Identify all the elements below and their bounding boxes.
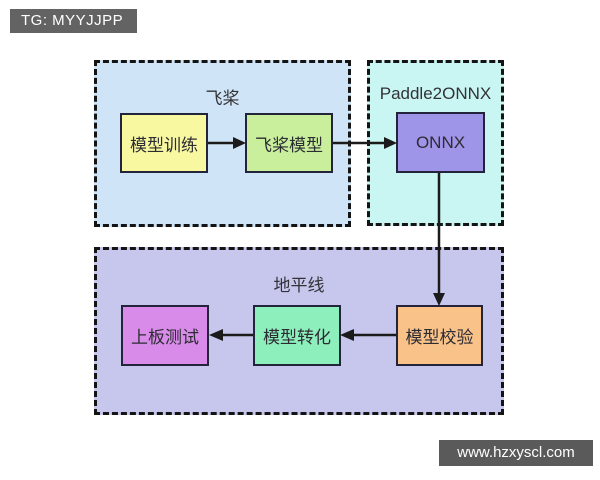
group-horizon-label: 地平线 xyxy=(273,276,325,295)
node-model-train: 模型训练 xyxy=(120,113,208,173)
group-paddle-label: 飞桨 xyxy=(205,89,240,108)
node-board-test: 上板测试 xyxy=(121,305,209,366)
tag-watermark: TG: MYYJJPP xyxy=(10,9,137,33)
url-watermark: www.hzxyscl.com xyxy=(439,440,593,466)
node-model-convert: 模型转化 xyxy=(253,305,341,366)
node-paddle-model: 飞桨模型 xyxy=(245,113,333,173)
node-model-verify: 模型校验 xyxy=(396,305,483,366)
group-paddle2onnx-label: Paddle2ONNX xyxy=(379,84,492,103)
node-onnx: ONNX xyxy=(396,112,485,173)
